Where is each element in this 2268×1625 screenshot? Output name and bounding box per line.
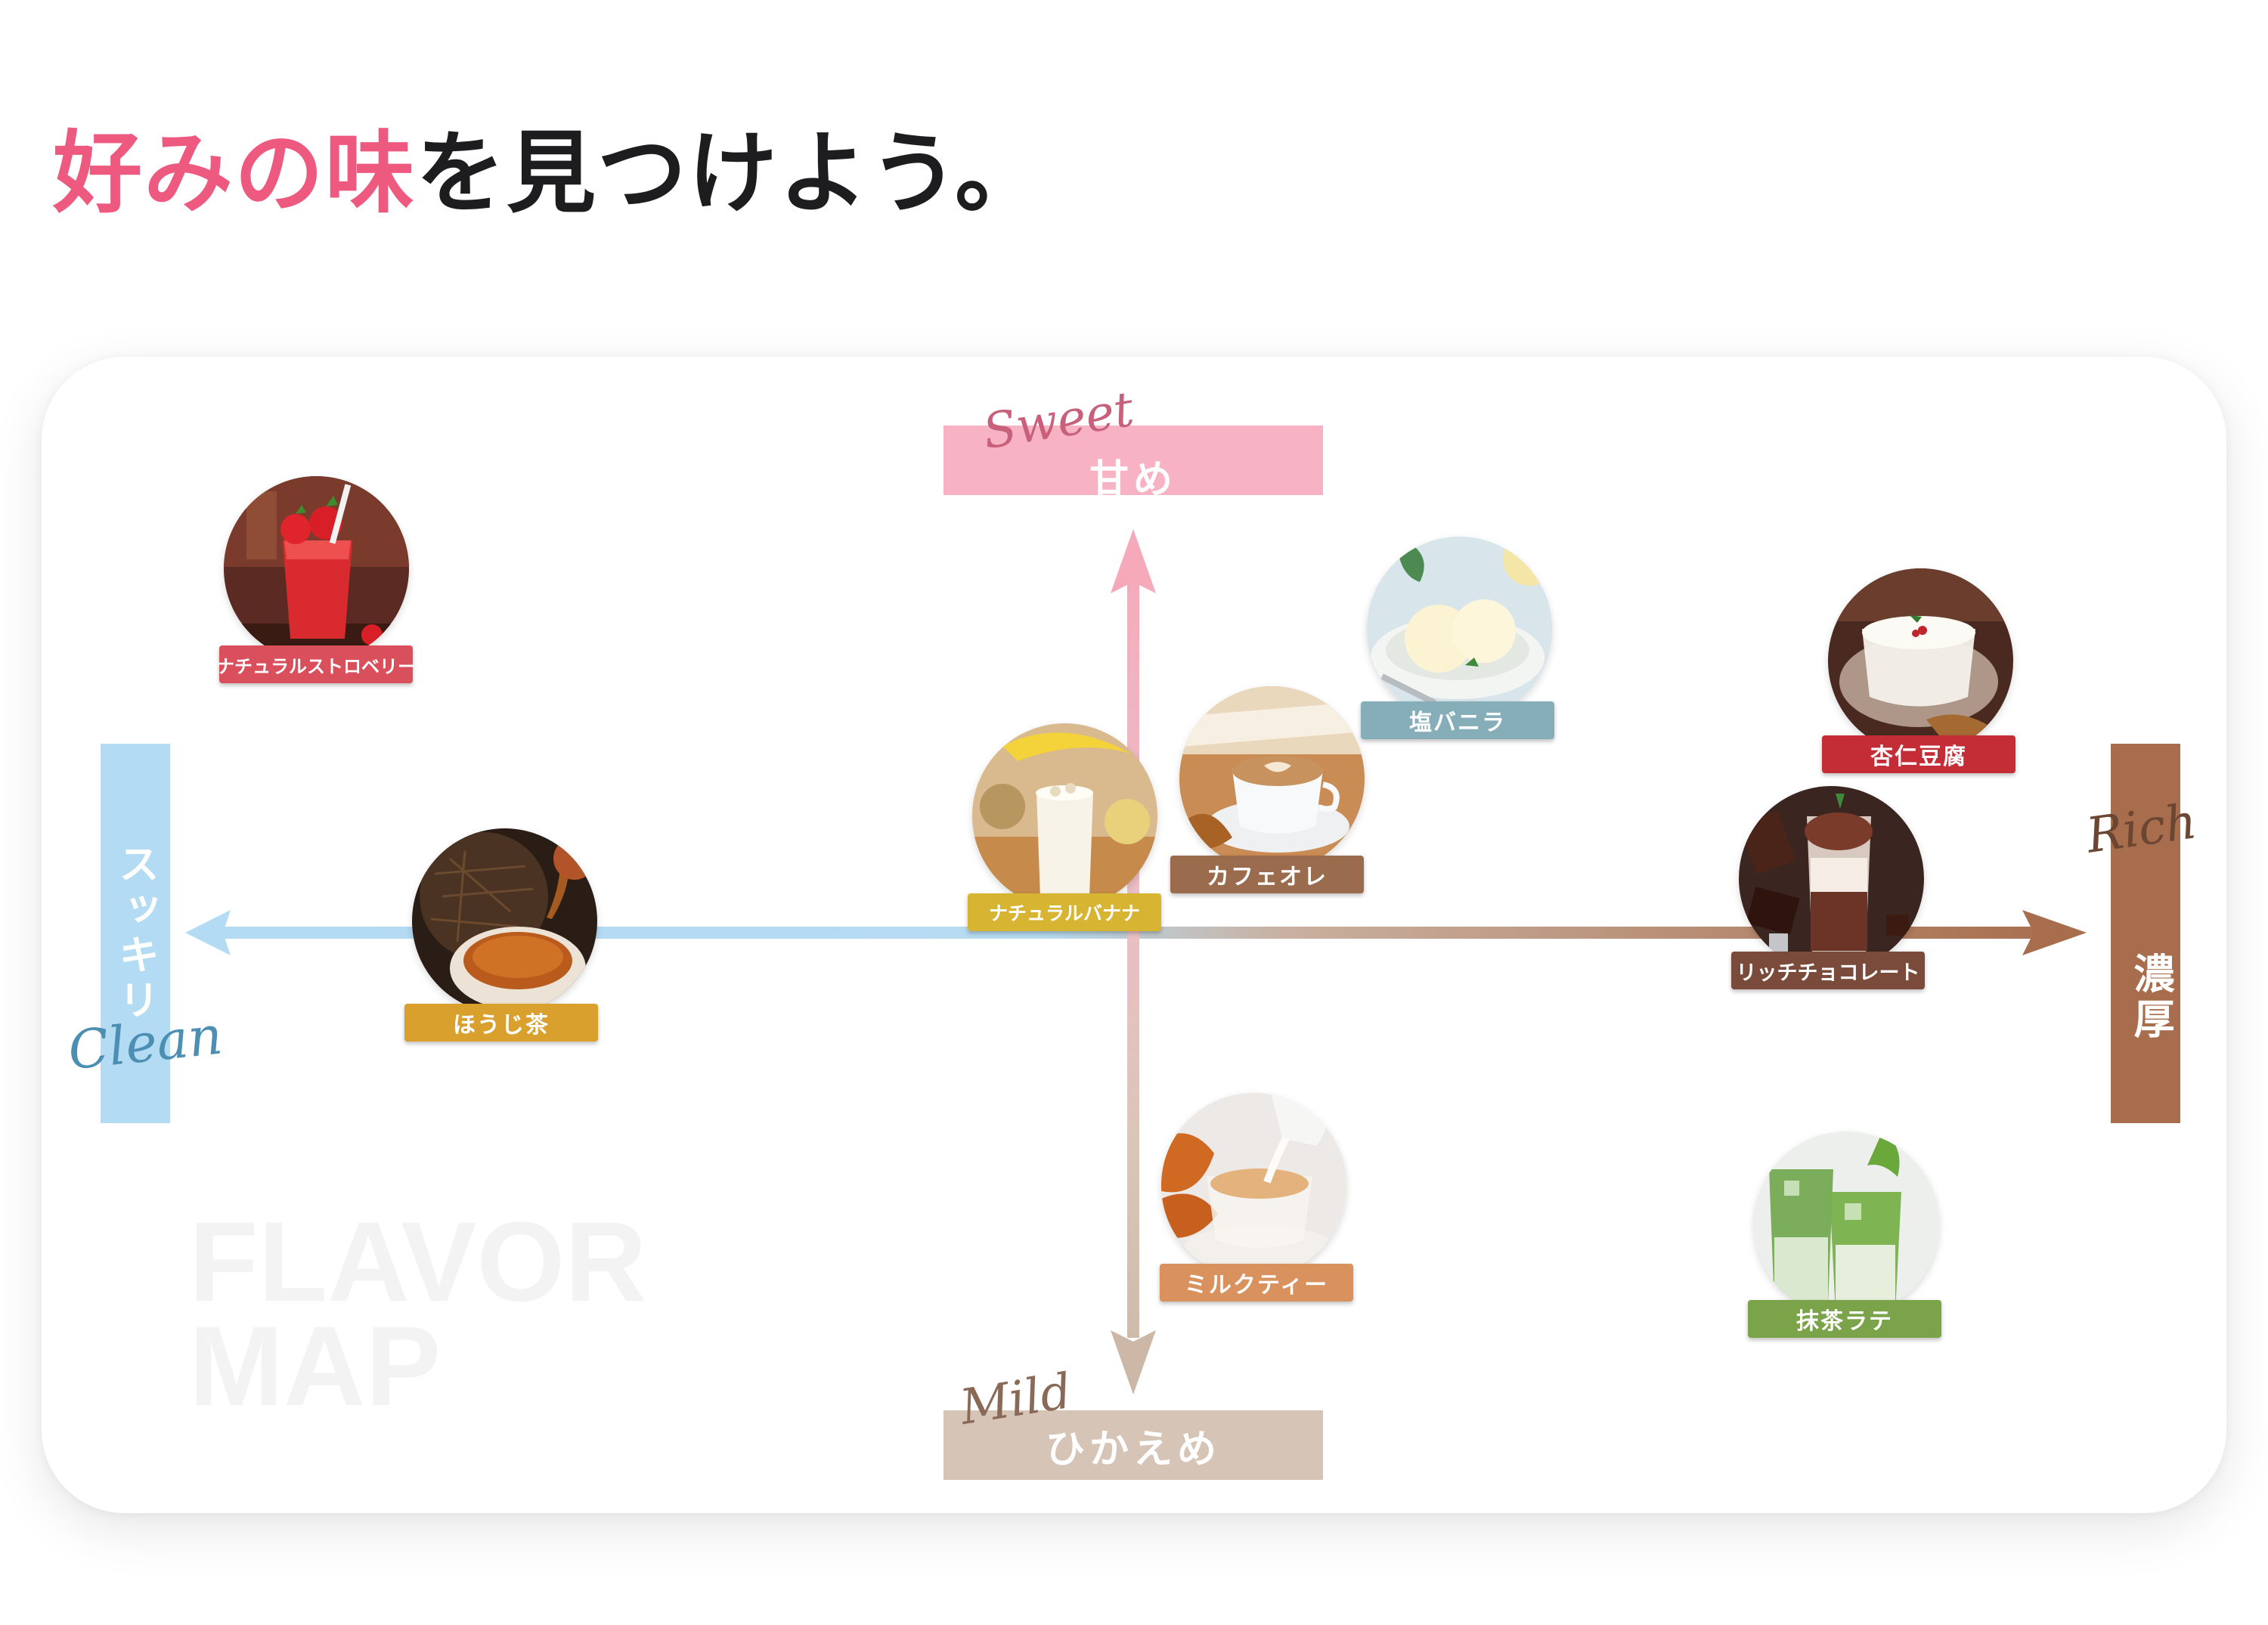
arrow-right-icon [2022, 910, 2087, 955]
page-title: 好みの味を見つけよう。 [53, 128, 1046, 218]
cafe-au-lait-icon [1179, 686, 1365, 871]
flavor-tag-vanilla: 塩バニラ [1361, 701, 1554, 739]
flavor-tag-banana: ナチュラルバナナ [968, 893, 1161, 931]
banana-smoothie-icon [972, 723, 1157, 908]
title-rest: を見つけよう。 [416, 121, 1046, 225]
flavor-tag-annin: 杏仁豆腐 [1822, 735, 2015, 773]
vertical-axis [1111, 529, 1156, 1394]
script-label-rich: Rich [2083, 794, 2201, 865]
axis-label-rich: 濃厚 [2111, 744, 2180, 1123]
hojicha-tea-icon [412, 828, 597, 1014]
flavor-tag-strawberry: ナチュラルストロベリー [216, 645, 416, 683]
axis-label-clean: スッキリ [101, 744, 170, 1123]
milk-tea-icon [1161, 1093, 1346, 1278]
watermark-line-1: FLAVOR [189, 1198, 647, 1325]
flavor-tag-chocolate: リッチチョコレート [1731, 952, 1925, 989]
script-label-clean: Clean [65, 1004, 225, 1082]
matcha-latte-icon [1754, 1131, 1939, 1317]
flavor-tag-milktea: ミルクティー [1160, 1264, 1353, 1302]
vanilla-ice-cream-icon [1367, 537, 1552, 722]
flavor-tag-cafeaulait: カフェオレ [1170, 856, 1364, 893]
axis-label-mild: ひかえめ [943, 1410, 1323, 1480]
flavor-map-watermark: FLAVOR MAP [189, 1198, 647, 1429]
axis-label-sweet: 甘め [943, 426, 1323, 503]
strawberry-smoothie-icon [224, 476, 409, 661]
arrow-left-icon [185, 910, 231, 955]
watermark-line-2: MAP [189, 1302, 442, 1429]
almond-tofu-icon [1828, 568, 2013, 754]
arrow-up-icon [1111, 529, 1156, 593]
rich-chocolate-icon [1739, 786, 1924, 971]
arrow-down-icon [1111, 1330, 1156, 1394]
title-highlight: 好みの味 [53, 121, 417, 225]
flavor-tag-hojicha: ほうじ茶 [404, 1004, 598, 1042]
flavor-tag-matcha: 抹茶ラテ [1748, 1300, 1941, 1338]
horizontal-axis [185, 910, 2087, 955]
